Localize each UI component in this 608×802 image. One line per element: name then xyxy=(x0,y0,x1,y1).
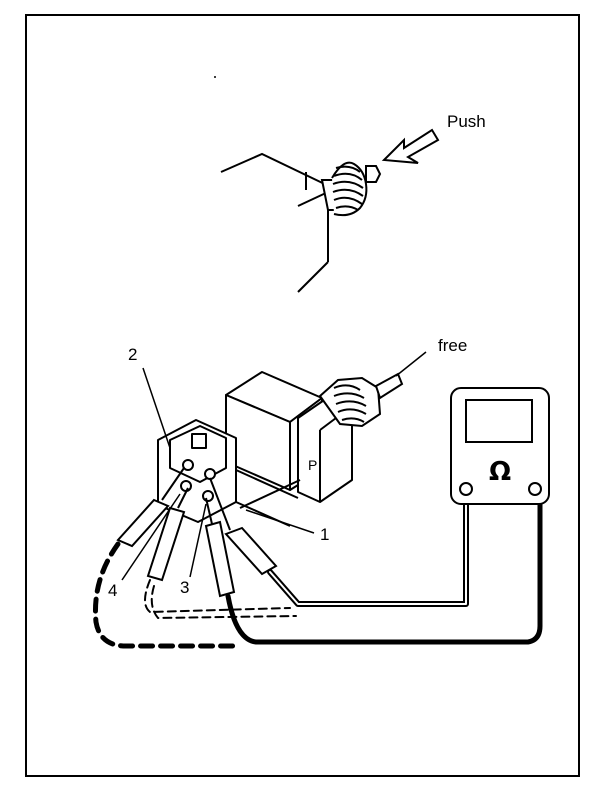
ohmmeter-display xyxy=(465,399,533,443)
ohmmeter-terminal-left xyxy=(459,482,473,496)
svg-text:P: P xyxy=(308,457,317,473)
probe-d xyxy=(204,520,236,598)
terminal-1-label: 1 xyxy=(320,525,329,544)
lead-solid-double xyxy=(267,499,469,607)
ohmmeter-terminal-right xyxy=(528,482,542,496)
switch-thread-free xyxy=(318,372,404,428)
ohmmeter xyxy=(450,387,550,505)
probe-c xyxy=(224,526,278,576)
free-label: free xyxy=(438,336,467,355)
plunger-tip xyxy=(365,165,382,183)
terminal-3-label: 3 xyxy=(180,578,189,597)
terminal-4-label: 4 xyxy=(108,581,117,600)
push-label: Push xyxy=(447,112,486,131)
test-leads xyxy=(93,499,543,649)
lead-dashed-heavy xyxy=(93,541,243,649)
ohm-icon: Ω xyxy=(489,457,511,487)
probe-b xyxy=(146,506,186,582)
lead-dashed-thin xyxy=(144,579,291,613)
test-probes xyxy=(116,467,278,598)
plunger-free xyxy=(374,372,404,400)
probe-a xyxy=(116,498,170,548)
push-arrow-icon xyxy=(381,128,440,164)
lead-solid-heavy xyxy=(225,499,543,645)
pressed-switch-illustration xyxy=(220,152,382,293)
speck xyxy=(214,76,216,78)
switch-thread xyxy=(320,161,368,217)
terminal-2-label: 2 xyxy=(128,345,137,364)
diagram-border xyxy=(25,14,580,777)
